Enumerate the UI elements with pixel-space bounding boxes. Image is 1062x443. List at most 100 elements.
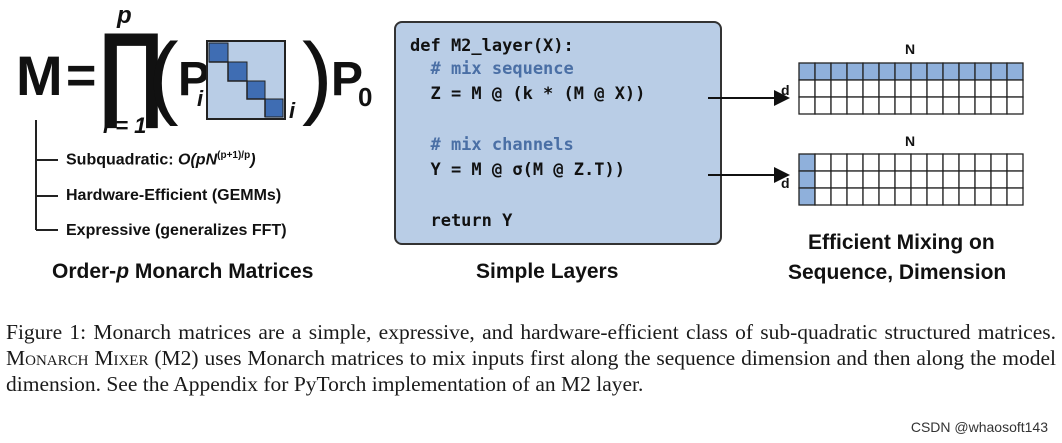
grid-bottom-label-d: d <box>781 175 790 191</box>
grid-cell <box>878 62 896 81</box>
final-permutation: P <box>331 53 364 106</box>
grid-cell <box>878 170 896 189</box>
product-upper-limit: p <box>117 2 132 29</box>
grid-cell <box>830 187 848 206</box>
grid-cell <box>942 153 960 172</box>
property-subquadratic-close: ) <box>250 151 256 169</box>
grid-cell <box>894 153 912 172</box>
grid-cell <box>830 62 848 81</box>
grid-cell <box>830 96 848 115</box>
final-permutation-subscript: 0 <box>358 82 373 112</box>
grid-cell <box>798 170 816 189</box>
grid-cell <box>958 62 976 81</box>
grid-cell <box>926 79 944 98</box>
code-line-z: Z = M @ (k * (M @ X)) <box>410 84 646 104</box>
grid-cell <box>846 170 864 189</box>
property-hardware-efficient: Hardware-Efficient (GEMMs) <box>66 187 282 204</box>
grid-cell <box>942 96 960 115</box>
grid-cell <box>862 62 880 81</box>
layers-title: Simple Layers <box>476 260 619 283</box>
permutation-subscript: i <box>197 86 204 111</box>
grid-cell <box>1006 153 1024 172</box>
property-subquadratic: Subquadratic: O(pN(p+1)/p) <box>66 150 256 169</box>
grid-cell <box>798 153 816 172</box>
grid-cell <box>910 62 928 81</box>
grid-cell <box>926 62 944 81</box>
grid-cell <box>798 62 816 81</box>
grid-cell <box>894 96 912 115</box>
grid-cell <box>862 170 880 189</box>
grid-cell <box>974 153 992 172</box>
grid-cell <box>990 187 1008 206</box>
grid-cell <box>990 153 1008 172</box>
watermark: CSDN @whaosoft143 <box>910 419 1048 435</box>
equation-lhs: M <box>16 44 63 107</box>
grid-cell <box>974 96 992 115</box>
grid-cell <box>814 79 832 98</box>
grid-cell <box>862 187 880 206</box>
monarch-title-prefix: Order- <box>52 260 117 283</box>
grid-cell <box>942 187 960 206</box>
grid-cell <box>846 153 864 172</box>
grid-cell <box>862 153 880 172</box>
mixing-title-line1: Efficient Mixing on <box>808 231 995 254</box>
grid-top-label-d: d <box>781 82 790 98</box>
grid-cell <box>974 170 992 189</box>
equation-equals: = <box>66 47 97 105</box>
grid-cell <box>814 153 832 172</box>
grid-cell <box>862 96 880 115</box>
grid-cell <box>846 187 864 206</box>
code-line-return: return Y <box>410 211 513 231</box>
grid-cell <box>974 187 992 206</box>
grid-cell <box>990 96 1008 115</box>
grid-cell <box>846 79 864 98</box>
right-paren: ) <box>302 25 333 127</box>
grid-cell <box>894 62 912 81</box>
grid-cell <box>958 79 976 98</box>
property-subquadratic-label: Subquadratic: <box>66 151 179 169</box>
grid-cell <box>798 187 816 206</box>
grid-cell <box>1006 170 1024 189</box>
product-lower-limit: i = 1 <box>103 113 147 138</box>
caption-tail: (M2) uses Monarch matrices to mix inputs… <box>6 346 1056 396</box>
code-panel <box>394 21 722 245</box>
figure: M = p ∏ i = 1 ( P i i ) P 0 Subquadratic… <box>16 2 1024 284</box>
diag-block-3 <box>246 80 266 100</box>
grid-cell <box>798 79 816 98</box>
grid-cell <box>878 79 896 98</box>
grid-cell <box>926 153 944 172</box>
grid-cell <box>894 170 912 189</box>
grid-cell <box>1006 62 1024 81</box>
arrows <box>708 90 790 183</box>
grid-cell <box>830 153 848 172</box>
mixing-title-line2: Sequence, Dimension <box>788 261 1007 284</box>
caption-lead: Figure 1: Monarch matrices are a simple,… <box>6 320 1056 344</box>
code-comment-channels: # mix channels <box>410 135 574 155</box>
left-paren: ( <box>148 25 179 127</box>
grid-cell <box>1006 79 1024 98</box>
property-subquadratic-math: O(pN <box>178 151 218 169</box>
grid-cell <box>1006 96 1024 115</box>
block-diagonal-matrix <box>206 40 286 120</box>
grid-cell <box>830 170 848 189</box>
grid-cell <box>894 79 912 98</box>
property-subquadratic-exponent: (p+1)/p <box>217 150 251 161</box>
grid-cell <box>814 187 832 206</box>
grid-cell <box>926 187 944 206</box>
grid-sequence-mixing <box>798 62 1024 115</box>
grid-cell <box>926 170 944 189</box>
grid-cell <box>974 79 992 98</box>
grid-cell <box>974 62 992 81</box>
permutation-symbol: P <box>178 53 211 106</box>
grid-cell <box>814 62 832 81</box>
monarch-title-italic: p <box>116 260 130 283</box>
grid-cell <box>894 187 912 206</box>
grid-top-label-n: N <box>905 41 916 57</box>
grid-cell <box>878 96 896 115</box>
grid-cell <box>942 170 960 189</box>
diag-block-1 <box>208 42 229 63</box>
grid-cell <box>798 96 816 115</box>
code-comment-sequence: # mix sequence <box>410 59 574 79</box>
grid-cell <box>830 79 848 98</box>
monarch-title-suffix: Monarch Matrices <box>129 260 314 283</box>
